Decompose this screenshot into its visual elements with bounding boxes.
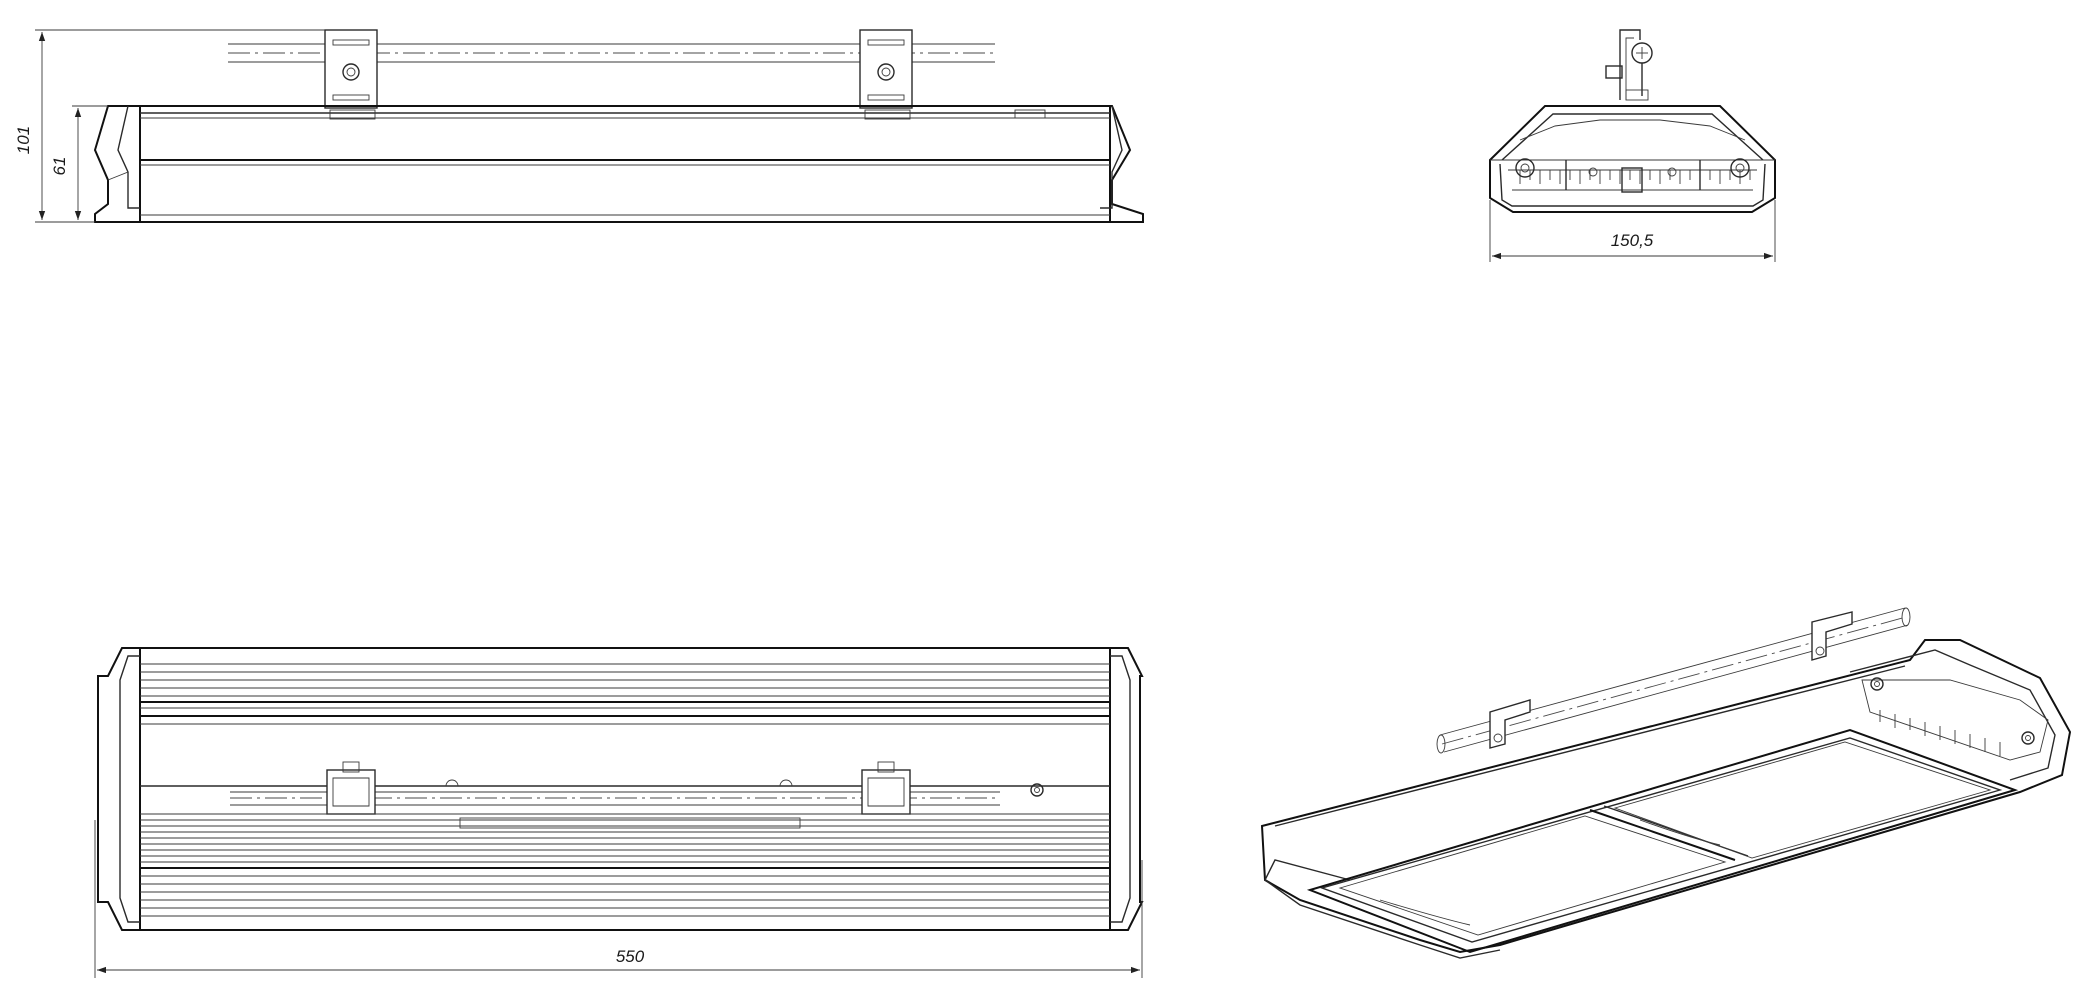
dimension-label-length: 550: [616, 947, 645, 966]
dimension-label-width-end: 150,5: [1611, 231, 1654, 250]
end-cap-left: [93, 105, 140, 223]
dimension-61: 61: [50, 105, 108, 220]
lower-fins: [140, 813, 1110, 917]
bottom-bracket-right: [861, 761, 911, 815]
dimension-label-height-body: 61: [50, 157, 69, 176]
end-view-bracket: [1605, 29, 1653, 101]
dimension-150-5: 150,5: [1489, 200, 1776, 262]
isometric-view: [1260, 607, 2072, 959]
bracket-right: [859, 29, 913, 109]
end-cap-right: [1100, 105, 1144, 223]
side-view: 101 61: [14, 29, 1144, 223]
end-view: 150,5: [1489, 29, 1776, 262]
bracket-left: [324, 29, 378, 109]
dimension-101: 101: [14, 29, 325, 223]
bottom-view: 550: [94, 647, 1144, 978]
dimension-550: 550: [94, 820, 1143, 978]
bottom-bracket-left: [326, 761, 376, 815]
dimension-label-height-total: 101: [14, 126, 33, 154]
upper-fins: [140, 663, 1110, 725]
